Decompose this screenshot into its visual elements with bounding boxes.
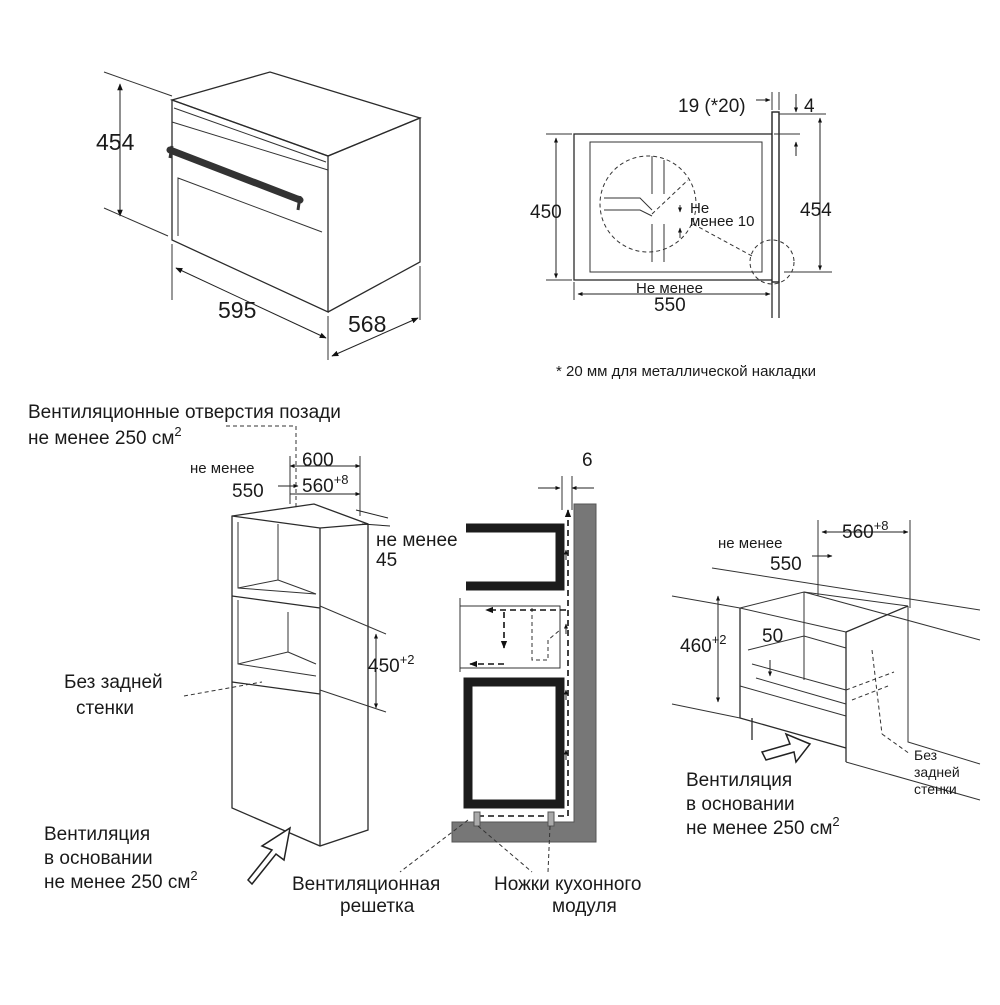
tall-base-vent-line1: Вентиляция xyxy=(44,824,150,845)
oven-isometric-view: 454 595 568 xyxy=(96,71,422,360)
wall xyxy=(451,503,597,843)
grille-label-line1: Вентиляционная xyxy=(292,874,440,895)
legs-label-line2: модуля xyxy=(552,896,617,917)
tall-cabinet-body xyxy=(231,503,369,847)
oven-handle xyxy=(166,146,304,204)
uc-base-vent-line2: в основании xyxy=(686,794,795,815)
vent-note-line1: Вентиляционные отверстия позади xyxy=(28,402,341,423)
gap-label-line1: Не xyxy=(690,200,709,217)
oven-section xyxy=(463,677,565,809)
uc-min-label: не менее xyxy=(718,535,782,552)
tall-base-vent-line2: в основании xyxy=(44,848,153,869)
top-min-label: не менее xyxy=(376,530,458,551)
legs-label-line1: Ножки кухонного xyxy=(494,874,642,895)
detail-magnifier xyxy=(599,155,697,253)
depth-value-label: 550 xyxy=(654,295,686,316)
tall-cabinet-view: Вентиляционные отверстия позади не менее… xyxy=(28,402,458,893)
oven-height-label: 454 xyxy=(96,129,135,155)
airflow-path xyxy=(478,509,572,817)
no-back-line2: стенки xyxy=(76,698,134,719)
depth-min-label: Не менее xyxy=(636,280,703,297)
panel-thickness-label: 19 (*20) xyxy=(678,96,746,117)
tall-base-vent-line3: не менее 250 см2 xyxy=(44,868,198,893)
oven-depth-label: 568 xyxy=(348,311,386,337)
oven-front-face xyxy=(171,99,329,314)
uc-niche-width: 560+8 xyxy=(842,518,889,543)
oven-top-face xyxy=(169,71,422,157)
oven-door-glass xyxy=(177,177,323,236)
gap-6-label: 6 xyxy=(582,450,593,471)
cabinet-outline xyxy=(573,133,775,281)
tall-niche-width: 560+8 xyxy=(302,472,349,497)
tall-niche-height: 450+2 xyxy=(368,652,415,677)
uc-base-vent-arrow xyxy=(760,732,812,764)
uc-base-vent-line1: Вентиляция xyxy=(686,770,792,791)
tall-width-600: 600 xyxy=(302,450,334,471)
uc-no-back-line2: задней xyxy=(914,764,960,780)
top-min-value: 45 xyxy=(376,550,397,571)
uc-niche-height: 460+2 xyxy=(680,632,727,657)
uc-no-back-line3: стенки xyxy=(914,781,957,797)
uc-gap-50: 50 xyxy=(762,626,783,647)
tall-depth-550: 550 xyxy=(232,481,264,502)
uc-base-vent-line3: не менее 250 см2 xyxy=(686,814,840,839)
offset-label: 4 xyxy=(804,96,815,117)
upper-cabinet xyxy=(466,523,565,591)
oven-width-label: 595 xyxy=(218,297,256,323)
oven-height-section-label: 454 xyxy=(800,200,832,221)
grille-label-line2: решетка xyxy=(340,896,415,917)
leg-right xyxy=(547,811,555,827)
gap-label-line2: менее 10 xyxy=(690,213,754,230)
airflow-section-view: 6 Вентиляционная решетка Ножки кухонно xyxy=(292,450,642,917)
base-vent-arrow xyxy=(246,826,292,886)
front-panel xyxy=(771,111,780,283)
vent-note-line2: не менее 250 см2 xyxy=(28,424,182,449)
uc-depth-550: 550 xyxy=(770,554,802,575)
no-back-line1: Без задней xyxy=(64,672,163,693)
detail-callout xyxy=(749,239,795,285)
oven-side-face xyxy=(327,117,421,313)
tall-min-label: не менее xyxy=(190,460,254,477)
undercounter-view: не менее 550 560+8 460+2 50 Без задней с… xyxy=(671,518,981,839)
oven-control-strip xyxy=(171,121,329,171)
footnote: * 20 мм для металлической накладки xyxy=(556,363,816,380)
section-view: Не менее 10 19 (*20) 4 450 454 Не менее … xyxy=(530,92,832,318)
uc-no-back-line1: Без xyxy=(914,747,937,763)
undercounter-niche xyxy=(739,608,847,749)
leg-left xyxy=(473,811,481,827)
oven-outline xyxy=(589,141,763,273)
opening-height-label: 450 xyxy=(530,202,562,223)
